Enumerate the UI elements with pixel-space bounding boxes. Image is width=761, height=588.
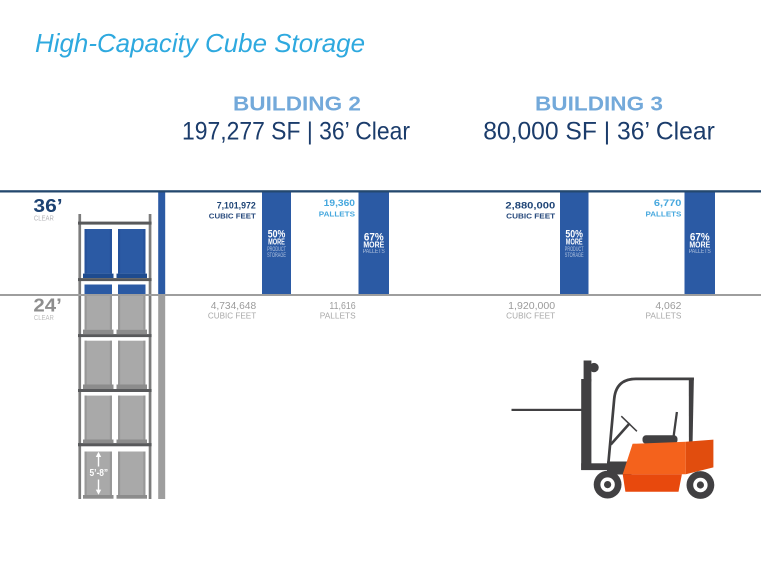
svg-text:High-Capacity Cube Storage: High-Capacity Cube Storage — [35, 30, 365, 58]
svg-text:STORAGE: STORAGE — [565, 252, 584, 259]
svg-text:36’: 36’ — [33, 195, 62, 216]
svg-text:PRODUCT: PRODUCT — [565, 246, 584, 253]
svg-text:BUILDING 3: BUILDING 3 — [535, 94, 663, 116]
svg-text:80,000 SF | 36’ Clear: 80,000 SF | 36’ Clear — [483, 118, 715, 146]
svg-text:1,920,000: 1,920,000 — [508, 301, 555, 312]
svg-text:CUBIC FEET: CUBIC FEET — [506, 312, 555, 321]
svg-text:CUBIC FEET: CUBIC FEET — [208, 312, 257, 321]
svg-text:197,277 SF | 36’ Clear: 197,277 SF | 36’ Clear — [182, 118, 410, 146]
svg-text:PALLETS: PALLETS — [689, 249, 711, 255]
svg-text:CLEAR: CLEAR — [34, 216, 54, 223]
svg-text:50%: 50% — [565, 229, 583, 241]
svg-text:MORE: MORE — [363, 240, 384, 250]
svg-text:BUILDING 2: BUILDING 2 — [233, 94, 361, 116]
svg-text:PALLETS: PALLETS — [319, 209, 355, 218]
svg-text:PRODUCT: PRODUCT — [267, 246, 286, 253]
svg-text:67%: 67% — [364, 231, 384, 243]
svg-text:24’: 24’ — [33, 294, 61, 315]
svg-text:2,880,000: 2,880,000 — [505, 200, 555, 210]
svg-text:5’-8”: 5’-8” — [89, 468, 108, 479]
svg-text:PALLETS: PALLETS — [363, 249, 385, 255]
svg-text:MORE: MORE — [566, 236, 583, 246]
svg-text:MORE: MORE — [689, 240, 710, 250]
svg-text:19,360: 19,360 — [324, 198, 355, 208]
svg-text:PALLETS: PALLETS — [646, 312, 682, 321]
svg-text:PALLETS: PALLETS — [320, 312, 356, 321]
svg-text:6,770: 6,770 — [654, 198, 682, 208]
svg-text:11,616: 11,616 — [329, 301, 355, 312]
svg-text:50%: 50% — [268, 229, 286, 241]
svg-text:CLEAR: CLEAR — [34, 315, 54, 322]
svg-text:CUBIC FEET: CUBIC FEET — [506, 211, 556, 220]
svg-text:67%: 67% — [690, 231, 710, 243]
svg-text:4,734,648: 4,734,648 — [211, 301, 257, 312]
svg-text:CUBIC FEET: CUBIC FEET — [209, 211, 256, 220]
svg-text:7,101,972: 7,101,972 — [217, 200, 256, 210]
svg-text:PALLETS: PALLETS — [646, 209, 682, 218]
svg-text:4,062: 4,062 — [655, 301, 681, 312]
svg-text:STORAGE: STORAGE — [267, 252, 286, 259]
svg-text:MORE: MORE — [268, 236, 285, 246]
